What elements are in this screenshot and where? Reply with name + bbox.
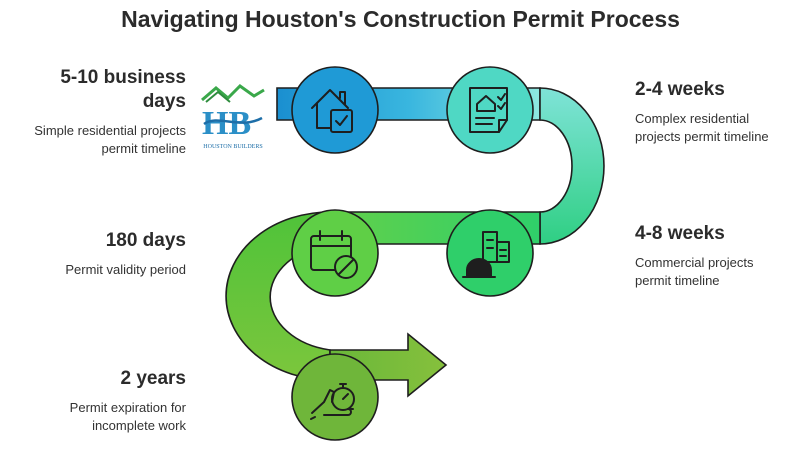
step-1-heading-line-2: days xyxy=(142,91,186,112)
step-2-label: 2-4 weeks Complex residential projects pe… xyxy=(635,78,801,146)
step-4-circle xyxy=(291,209,379,297)
step-1-description-line-2: permit timeline xyxy=(101,141,186,156)
step-2-description-line-2: projects permit timeline xyxy=(635,129,769,144)
step-3-heading: 4-8 weeks xyxy=(635,223,725,244)
step-5-heading: 2 years xyxy=(120,368,186,389)
blueprint-checklist-icon xyxy=(469,87,508,133)
diagram-title: Navigating Houston's Construction Permit… xyxy=(121,6,680,32)
step-2-heading: 2-4 weeks xyxy=(635,79,725,100)
step-3-description-line-1: Commercial projects xyxy=(635,255,754,270)
logo-text: HOUSTON BUILDERS xyxy=(203,144,262,150)
step-1-heading-line-1: 5-10 business xyxy=(60,67,186,88)
path-segment-right-arc xyxy=(539,87,605,245)
step-5-circle xyxy=(291,353,379,441)
hand-stopwatch-icon xyxy=(310,383,355,420)
step-5-description-line-2: incomplete work xyxy=(92,418,186,433)
step-4-heading: 180 days xyxy=(105,230,186,251)
step-1-label: 5-10 business days Simple residential pro… xyxy=(0,66,186,158)
step-5-label: 2 years Permit expiration for incomplete … xyxy=(0,367,186,435)
step-5-description-line-1: Permit expiration for xyxy=(69,400,186,415)
step-2-description-line-1: Complex residential xyxy=(635,111,750,126)
houston-builders-logo: HB HOUSTON BUILDERS xyxy=(201,84,265,150)
step-3-label: 4-8 weeks Commercial projects permit time… xyxy=(635,222,801,290)
step-4-label: 180 days Permit validity period xyxy=(0,229,186,279)
step-1-description-line-1: Simple residential projects xyxy=(34,123,186,138)
step-3-description-line-2: permit timeline xyxy=(635,273,720,288)
calendar-no-icon xyxy=(310,230,358,279)
house-check-icon xyxy=(311,89,353,133)
step-3-circle xyxy=(446,209,534,297)
buildings-hardhat-icon xyxy=(462,231,510,278)
step-4-description: Permit validity period xyxy=(65,262,186,277)
